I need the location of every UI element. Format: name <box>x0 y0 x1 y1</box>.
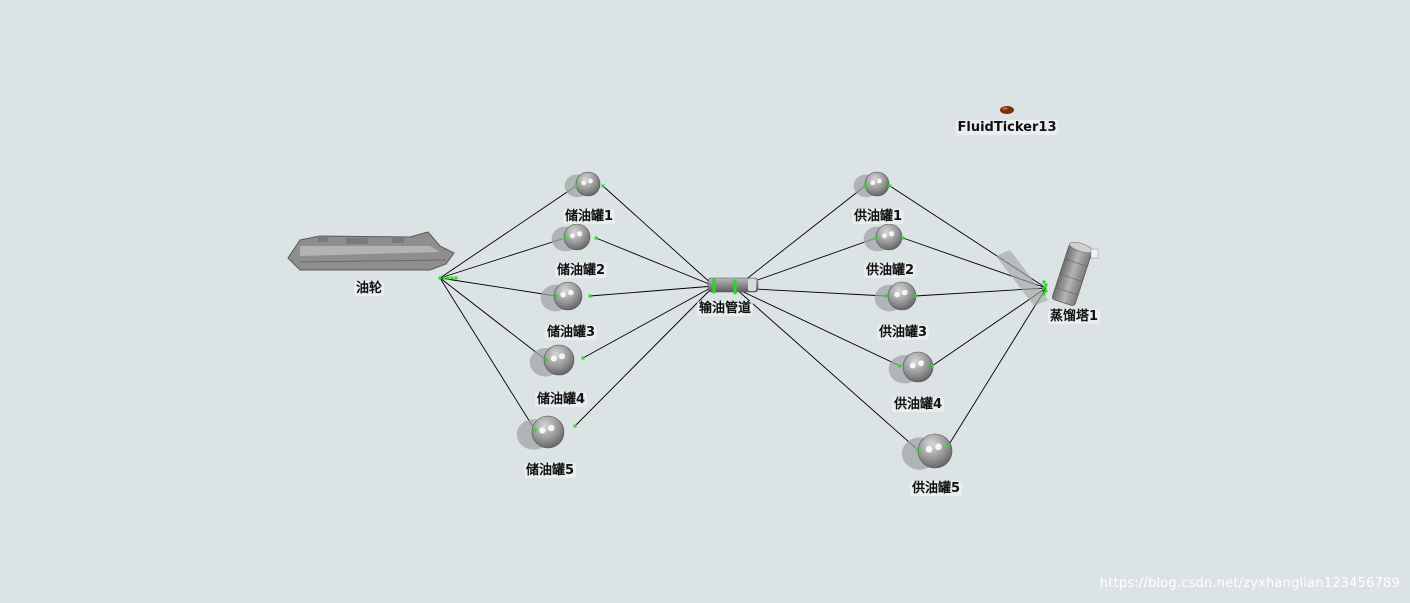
connector-ship-storage-2 <box>439 237 566 279</box>
storage-tank-5[interactable] <box>516 415 565 450</box>
connector-pipeline-supply-4 <box>734 287 901 367</box>
connector-storage-1-pipeline <box>602 185 715 287</box>
connector-storage-2-pipeline <box>595 237 715 287</box>
tower-input-port-4[interactable] <box>1044 289 1048 293</box>
connector-supply-5-tower <box>947 287 1047 447</box>
storage-1-input-port[interactable] <box>574 184 578 188</box>
connector-ship-storage-4 <box>439 277 547 361</box>
node-label-fluid-ticker[interactable]: FluidTicker13 <box>955 120 1059 135</box>
node-label-supply-tank-2[interactable]: 供油罐2 <box>863 263 917 278</box>
supply-5-output-port[interactable] <box>946 444 950 448</box>
supply-4-output-port[interactable] <box>930 364 934 368</box>
connector-storage-3-pipeline <box>589 285 715 297</box>
supply-2-input-port[interactable] <box>874 236 878 240</box>
storage-tank-2[interactable] <box>551 223 591 252</box>
node-label-supply-tank-1[interactable]: 供油罐1 <box>851 209 905 224</box>
storage-4-output-port[interactable] <box>581 356 585 360</box>
pipeline-input-port-4[interactable] <box>712 287 716 291</box>
pipeline-input-port-5[interactable] <box>712 290 716 294</box>
connector-ship-storage-1 <box>439 185 577 279</box>
ship-output-port-1[interactable] <box>438 276 442 280</box>
connector-lines <box>439 185 1047 451</box>
connector-pipeline-supply-2 <box>734 237 877 289</box>
node-label-storage-tank-3[interactable]: 储油罐3 <box>544 325 598 340</box>
node-label-storage-tank-5[interactable]: 储油罐5 <box>523 463 577 478</box>
connector-ship-storage-3 <box>439 277 557 297</box>
tower-input-port-3[interactable] <box>1042 286 1046 290</box>
storage-4-input-port[interactable] <box>544 358 548 362</box>
pipeline-output-port-1[interactable] <box>733 279 737 283</box>
pipeline-output-port-4[interactable] <box>733 288 737 292</box>
storage-tank-1[interactable] <box>564 171 601 198</box>
connector-pipeline-supply-1 <box>734 185 866 289</box>
node-label-storage-tank-4[interactable]: 储油罐4 <box>534 392 588 407</box>
node-label-ship[interactable]: 油轮 <box>353 281 385 296</box>
node-label-distillation-tower[interactable]: 蒸馏塔1 <box>1047 309 1101 324</box>
storage-3-input-port[interactable] <box>554 294 558 298</box>
node-label-supply-tank-4[interactable]: 供油罐4 <box>891 397 945 412</box>
oil-tanker-ship[interactable] <box>287 231 455 271</box>
storage-2-output-port[interactable] <box>594 236 598 240</box>
tower-input-port-5[interactable] <box>1042 292 1046 296</box>
node-label-storage-tank-1[interactable]: 储油罐1 <box>562 209 616 224</box>
storage-5-output-port[interactable] <box>573 424 577 428</box>
distillation-tower[interactable] <box>996 240 1099 306</box>
tower-input-port-2[interactable] <box>1044 283 1048 287</box>
supply-tank-5[interactable] <box>901 433 953 470</box>
supply-tank-2[interactable] <box>863 223 903 252</box>
node-label-pipeline[interactable]: 输油管道 <box>696 301 754 316</box>
pipeline-output-port-5[interactable] <box>733 291 737 295</box>
supply-tank-4[interactable] <box>888 351 934 384</box>
supply-2-output-port[interactable] <box>901 236 905 240</box>
connector-ship-storage-5 <box>439 277 536 431</box>
supply-tank-1[interactable] <box>853 171 890 198</box>
storage-3-output-port[interactable] <box>588 294 592 298</box>
pipeline-input-port-2[interactable] <box>712 281 716 285</box>
storage-tank-3[interactable] <box>540 281 583 312</box>
ship-output-port-4[interactable] <box>450 276 454 280</box>
connector-storage-4-pipeline <box>582 285 715 359</box>
supply-3-input-port[interactable] <box>884 294 888 298</box>
connector-pipeline-supply-5 <box>734 287 919 451</box>
pipeline-object[interactable] <box>707 277 759 293</box>
watermark-text: https://blog.csdn.net/zyxhangiian1234567… <box>1099 576 1400 591</box>
supply-4-input-port[interactable] <box>898 364 902 368</box>
fluid-ticker-icon[interactable] <box>1000 106 1014 114</box>
connector-supply-4-tower <box>931 287 1047 367</box>
supply-1-output-port[interactable] <box>888 184 892 188</box>
supply-tank-3[interactable] <box>874 281 917 312</box>
pipeline-output-port-2[interactable] <box>733 282 737 286</box>
storage-tank-4[interactable] <box>529 344 575 377</box>
supply-3-output-port[interactable] <box>913 294 917 298</box>
connector-storage-5-pipeline <box>574 285 715 427</box>
supply-5-input-port[interactable] <box>916 448 920 452</box>
storage-1-output-port[interactable] <box>601 184 605 188</box>
connector-pipeline-supply-3 <box>734 287 887 297</box>
supply-1-input-port[interactable] <box>863 184 867 188</box>
tower-input-port-1[interactable] <box>1042 280 1046 284</box>
node-label-supply-tank-3[interactable]: 供油罐3 <box>876 325 930 340</box>
pipeline-output-port-3[interactable] <box>733 285 737 289</box>
storage-5-input-port[interactable] <box>533 428 537 432</box>
ship-output-port-2[interactable] <box>442 276 446 280</box>
pipeline-input-port-1[interactable] <box>712 278 716 282</box>
node-label-storage-tank-2[interactable]: 储油罐2 <box>554 263 608 278</box>
pipeline-input-port-3[interactable] <box>712 284 716 288</box>
ship-output-port-5[interactable] <box>454 276 458 280</box>
ship-output-port-3[interactable] <box>446 276 450 280</box>
node-label-supply-tank-5[interactable]: 供油罐5 <box>909 481 963 496</box>
storage-2-input-port[interactable] <box>563 236 567 240</box>
